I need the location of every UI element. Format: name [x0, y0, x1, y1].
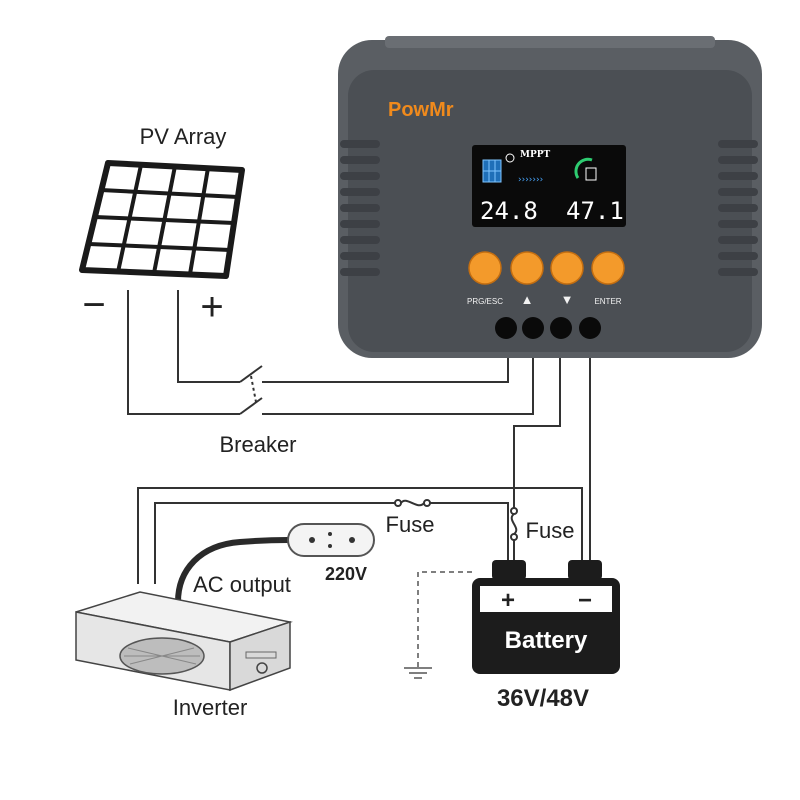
wire-inverter-inner: [154, 502, 509, 584]
ac-cable: [175, 537, 289, 603]
battery-positive-sign: +: [501, 587, 515, 614]
left-vent: [340, 140, 380, 276]
prg-esc-label: PRG/ESC: [467, 297, 503, 306]
battery-negative-sign: −: [578, 587, 592, 614]
breaker-label: Breaker: [219, 432, 296, 457]
lcd-mode-text: MPPT: [520, 150, 550, 160]
pv-negative-sign: −: [82, 283, 105, 327]
ac-output-label: AC output: [193, 572, 291, 597]
fuse-horizontal-icon: [394, 499, 431, 507]
pv-panel-icon: [79, 160, 245, 279]
lcd-value-right: 47.1: [566, 197, 624, 225]
wire-controller-battery-pos: [513, 345, 561, 485]
brand-logo: PowMr: [388, 99, 454, 121]
down-arrow-label: ▼: [561, 292, 574, 307]
charge-controller: PowMr MPPT ››››››› 24.8 47.1 PRG/ESC ▲ ▼: [338, 36, 762, 358]
fuse-vertical-icon: [510, 507, 518, 541]
fuse-right-label: Fuse: [526, 518, 575, 543]
wire-inverter-outer: [137, 487, 583, 584]
lcd-display: MPPT ››››››› 24.8 47.1: [472, 145, 626, 227]
terminal-ports: [495, 317, 601, 339]
lcd-gauge-icon: [574, 157, 593, 179]
battery: [472, 560, 620, 674]
voltage-220-label: 220V: [325, 564, 367, 584]
lcd-value-left: 24.8: [480, 197, 538, 225]
battery-label: Battery: [505, 627, 588, 654]
up-arrow-label: ▲: [521, 292, 534, 307]
battery-voltage-label: 36V/48V: [497, 685, 589, 712]
fuse-left-label: Fuse: [386, 512, 435, 537]
enter-label: ENTER: [594, 297, 621, 306]
wires: [127, 290, 591, 603]
lcd-arrows-icon: ›››››››: [518, 175, 543, 185]
pv-array-label: PV Array: [140, 124, 227, 149]
up-button[interactable]: [510, 251, 544, 285]
ground-connection: [404, 571, 472, 679]
inverter-label: Inverter: [173, 695, 248, 720]
enter-button[interactable]: [591, 251, 625, 285]
pv-positive-sign: +: [200, 285, 223, 329]
breaker-switch: [239, 365, 263, 415]
inverter-icon: [75, 591, 293, 692]
right-vent: [718, 140, 758, 276]
lcd-battery-icon: [585, 167, 597, 181]
down-button[interactable]: [550, 251, 584, 285]
wire-pv-negative: [127, 290, 534, 415]
prg-esc-button[interactable]: [468, 251, 502, 285]
power-socket-icon: [287, 523, 375, 557]
lcd-solar-icon: [482, 153, 515, 183]
